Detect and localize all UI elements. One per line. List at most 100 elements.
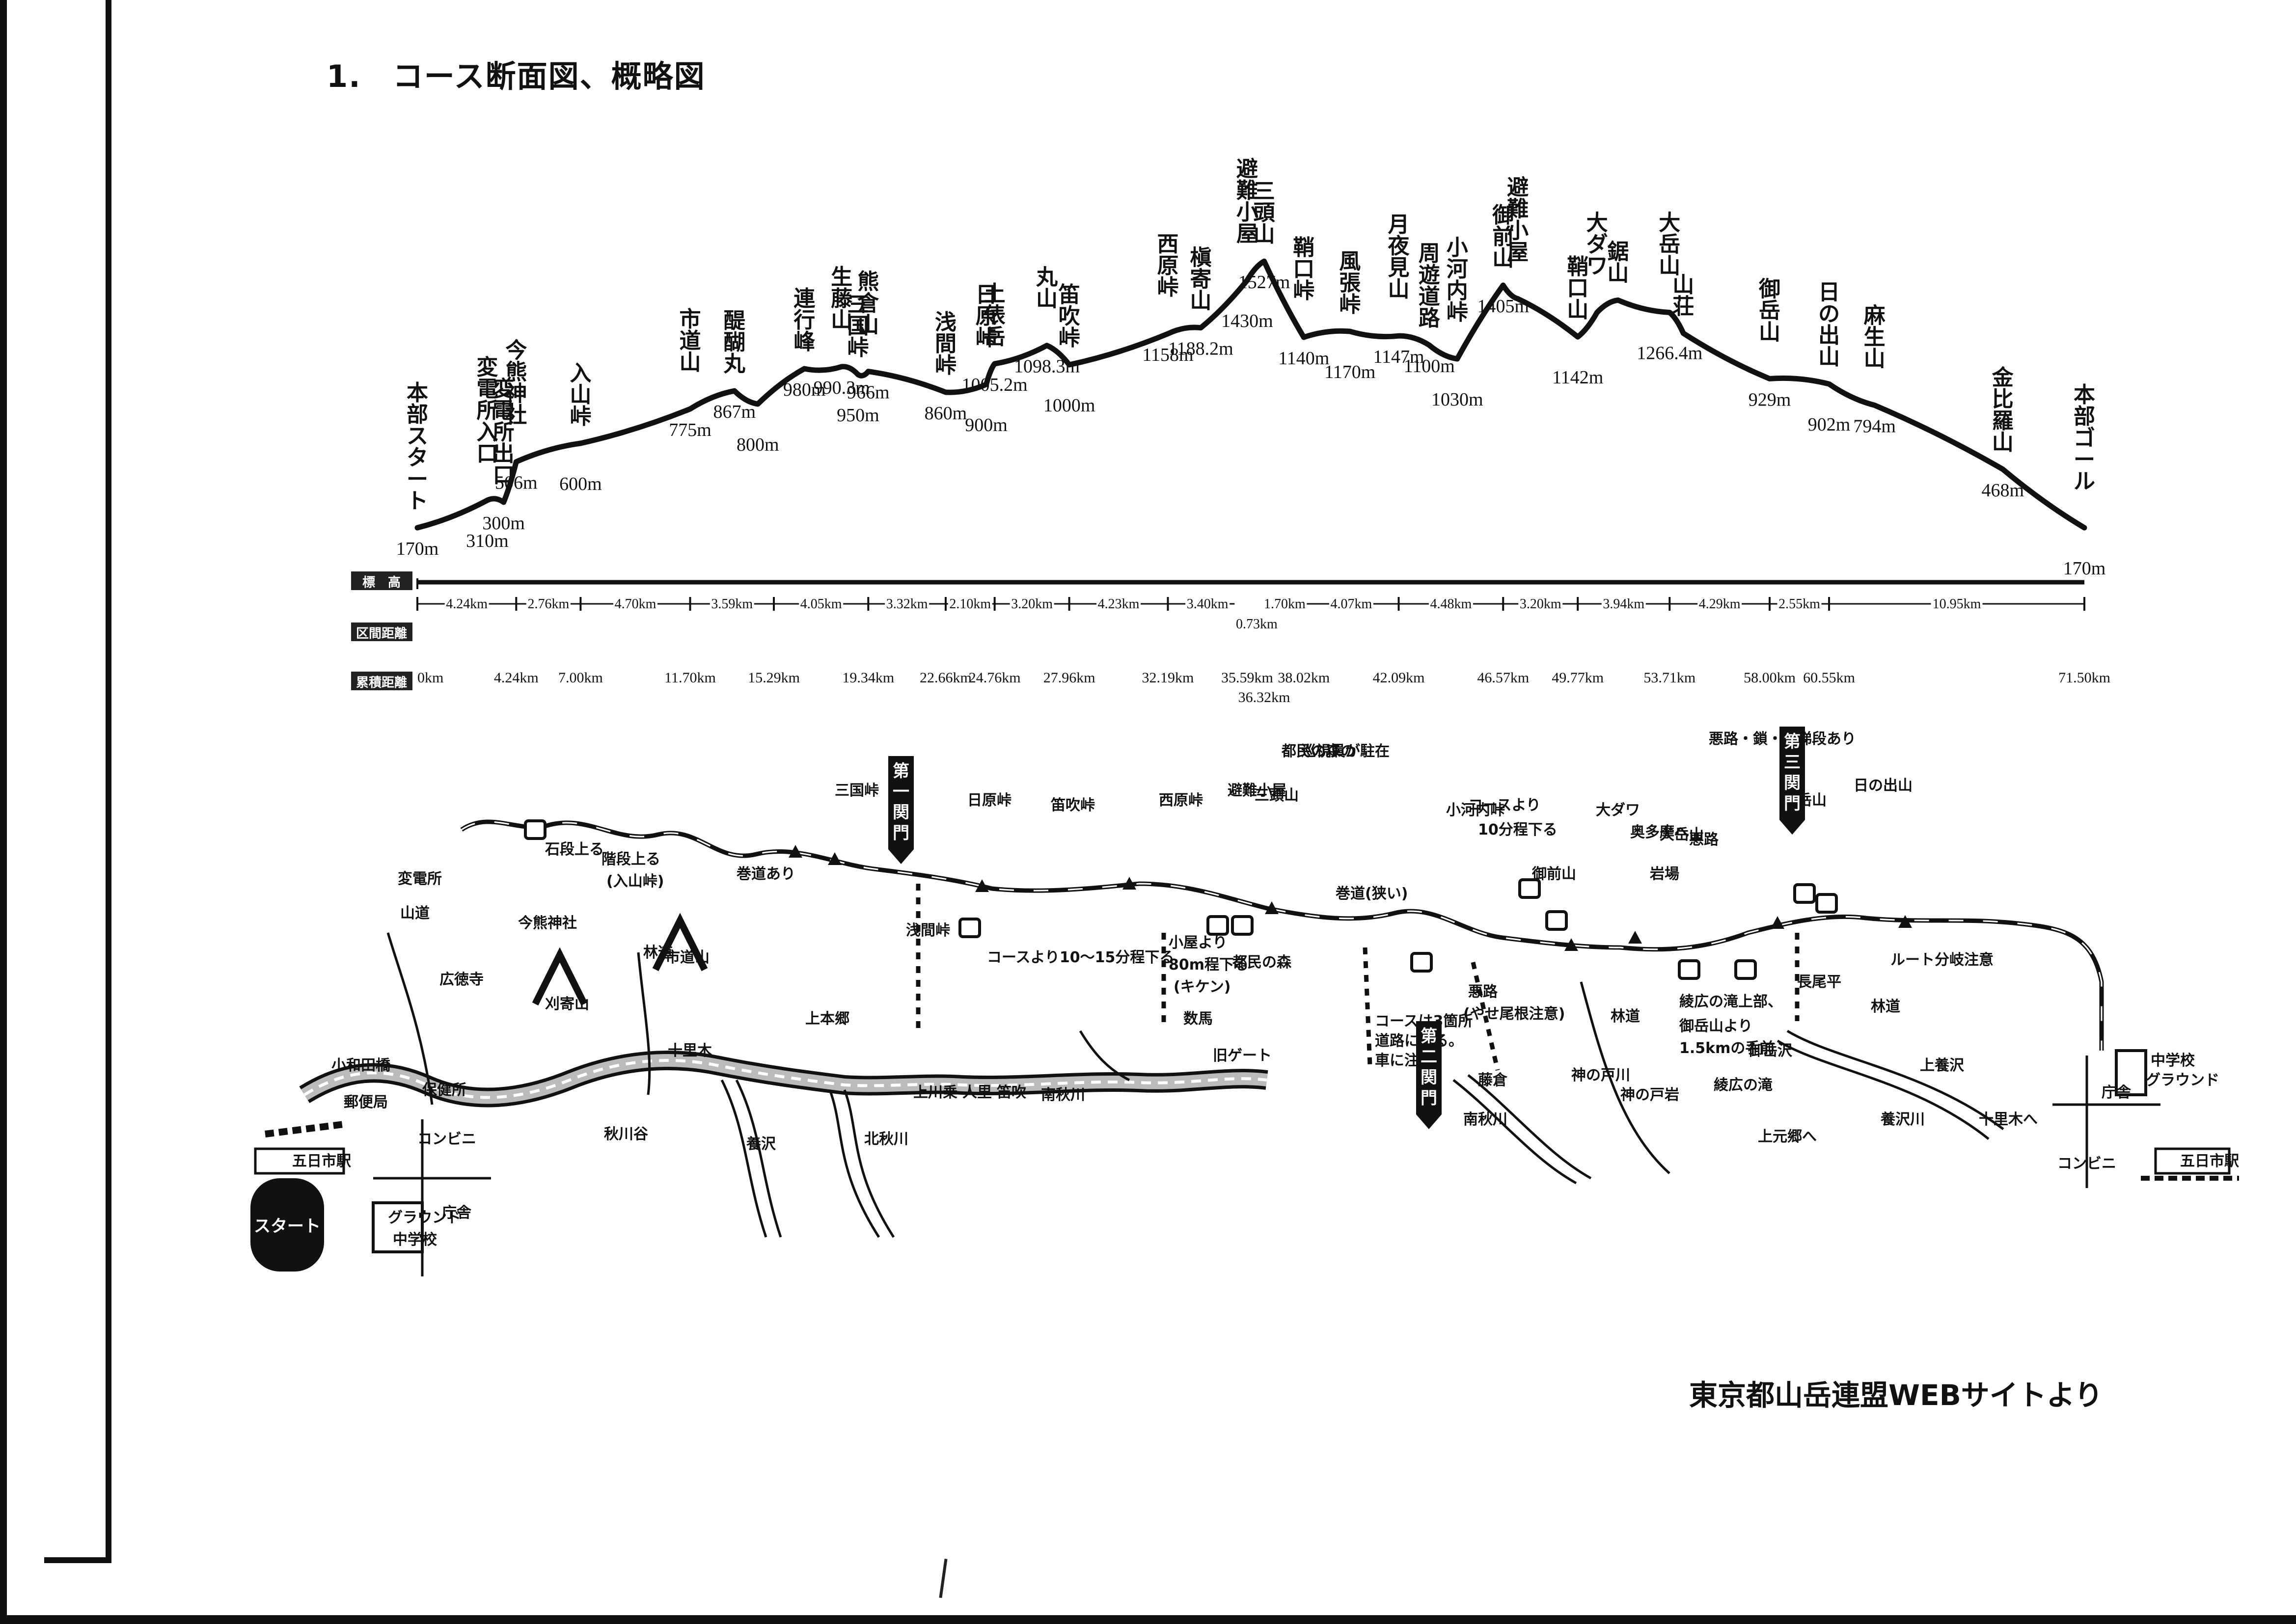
- aid-station-icon: [1231, 915, 1254, 936]
- section-label-bg: [1010, 596, 1054, 611]
- map-label: 御岳山より: [1679, 1018, 1752, 1035]
- map-label: 悪路: [1468, 983, 1498, 1001]
- point-name-label-char: 口: [1293, 257, 1314, 282]
- map-label: 今熊神社: [518, 915, 577, 932]
- section-distance-label: 1.70km: [1264, 596, 1306, 612]
- section-distance-label: 4.70km: [615, 596, 656, 612]
- section-label-bg: [1262, 596, 1307, 611]
- point-name-label-char: 藤: [831, 286, 852, 311]
- point-name-label-char: 西: [1157, 232, 1178, 257]
- page-mark: [939, 1558, 948, 1598]
- point-name-label-char: 屋: [1236, 221, 1258, 246]
- map-label: 大ダワ: [1596, 802, 1640, 819]
- point-name-label-char: 所: [476, 398, 498, 423]
- map-label: 十里木: [668, 1042, 712, 1059]
- point-name-label-char: 小: [1507, 218, 1529, 244]
- profile-point: 800m: [737, 434, 779, 455]
- section-distance-label: 3.40km: [1187, 596, 1229, 612]
- elevation-value: 468m: [1982, 480, 2024, 501]
- point-name-label-char: 見: [1388, 255, 1410, 280]
- left-margin-foot: [44, 1557, 111, 1563]
- map-road-or-river: [828, 1089, 880, 1238]
- checkpoint-pointer: [888, 849, 914, 864]
- point-name-label: 避難小屋: [1236, 157, 1258, 246]
- map-label: 浅間峠: [906, 922, 950, 939]
- section-label-bg: [1697, 596, 1742, 611]
- school-building-outline: [372, 1201, 424, 1253]
- point-name-label-char: 羅: [1992, 408, 2014, 433]
- point-name-label-char: ー: [2074, 447, 2095, 472]
- point-name-label: 醍醐丸: [723, 308, 746, 377]
- section-label-bg: [710, 596, 754, 611]
- point-name-label-char: 路: [1419, 306, 1441, 331]
- point-name-label-char: 山: [1388, 277, 1410, 302]
- map-label: 西原峠: [1159, 792, 1203, 809]
- point-name-label-char: 三: [847, 292, 869, 317]
- map-label: 神の戸岩: [1620, 1086, 1679, 1104]
- point-name-label-char: 山: [1036, 287, 1058, 312]
- map-label: 都民の森の: [1281, 743, 1355, 760]
- source-credit: 東京都山岳連盟WEBサイトより: [1689, 1379, 2103, 1412]
- map-label: 十里木へ: [1979, 1111, 2038, 1128]
- map-label: 日原峠: [967, 792, 1011, 809]
- checkpoint-banner-box: [1779, 727, 1805, 820]
- point-name-label-char: 浅: [935, 310, 957, 335]
- summit-triangle-icon: [1564, 938, 1578, 951]
- point-name-label-char: 三: [1254, 179, 1275, 204]
- point-name-label-char: 丸: [723, 352, 745, 377]
- elevation-value: 170m: [396, 539, 439, 559]
- point-name-label-char: 山: [1818, 345, 1840, 370]
- point-name-label-char: 変: [476, 355, 498, 380]
- elevation-value: 1142m: [1552, 367, 1603, 388]
- point-name-label-char: 俵: [984, 303, 1006, 328]
- map-label: グラウンド: [2146, 1072, 2219, 1089]
- point-name-label: 三頭山: [1254, 179, 1276, 247]
- section-label-bg: [1329, 596, 1373, 611]
- point-name-label-char: 前: [1492, 224, 1514, 249]
- point-name-label: 日原峠: [976, 282, 997, 351]
- map-label: 上川乗: [913, 1084, 957, 1101]
- section-distance-label: 4.29km: [1699, 596, 1741, 612]
- map-label: 刈寄山: [545, 996, 589, 1013]
- point-name-label-char: 出: [493, 441, 515, 466]
- map-label: 御前山: [1531, 866, 1576, 883]
- map-label: グラウンド: [388, 1209, 462, 1226]
- map-label: 北秋川: [864, 1131, 908, 1148]
- map-label: 綾広の滝上部、: [1679, 993, 1782, 1010]
- map-road-or-river: [1777, 1039, 1990, 1140]
- aid-station-icon: [958, 918, 981, 938]
- map-label: 長尾平: [1797, 974, 1841, 991]
- aid-station-icon: [1793, 883, 1816, 904]
- elevation-value: 966m: [847, 382, 890, 403]
- point-name-label-char: 原: [976, 304, 997, 329]
- point-name-label-char: 鞘: [1567, 254, 1588, 279]
- cumulative-distance-label: 42.09km: [1373, 670, 1425, 686]
- mountain-symbol: [532, 947, 588, 1006]
- point-name-label-char: 小: [1236, 200, 1258, 225]
- point-name-label-char: 山: [1659, 253, 1680, 278]
- map-road-or-river: [637, 952, 651, 1095]
- point-name-label-char: ル: [2074, 469, 2095, 494]
- point-name-label-char: 山: [831, 308, 852, 333]
- point-name-label-char: 笛: [1058, 282, 1080, 307]
- section-label-bg: [1096, 596, 1141, 611]
- section-label-bg: [799, 596, 844, 611]
- section-label-bg: [526, 596, 571, 611]
- point-name-label: 今熊神社: [505, 338, 527, 428]
- profile-point: 避難小屋: [1507, 175, 1529, 265]
- page-title: 1. コース断面図、概略図: [327, 58, 706, 94]
- map-label: 林道: [643, 944, 673, 961]
- point-name-label: 日の出山: [1818, 280, 1840, 370]
- checkpoint-banner-char: 関: [1421, 1068, 1437, 1087]
- section-label-bg: [885, 596, 929, 611]
- point-name-label: 槇寄山: [1190, 245, 1211, 314]
